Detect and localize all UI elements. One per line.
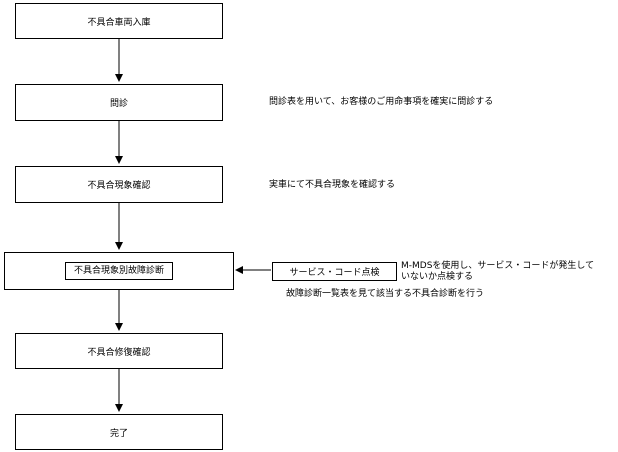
service-code-check-label: サービス・コード点検 bbox=[289, 268, 380, 278]
step-done: 完了 bbox=[15, 414, 223, 450]
step-vehicle-intake: 不具合車両入庫 bbox=[15, 3, 223, 39]
note-actual-check: 実車にて不具合現象を確認する bbox=[269, 180, 396, 190]
step-repair-check: 不具合修復確認 bbox=[15, 333, 223, 369]
note-interview: 問診表を用いて、お客様のご用命事項を確実に問診する bbox=[269, 97, 494, 107]
step-fault-diagnosis: 不具合現象別故障診断 bbox=[4, 252, 234, 290]
note-diagnosis: 故障診断一覧表を見て該当する不具合診断を行う bbox=[286, 289, 485, 299]
note-service-code-line2: いないか点検する bbox=[401, 272, 474, 282]
step-symptom-check-label: 不具合現象確認 bbox=[87, 181, 151, 191]
service-code-check-box: サービス・コード点検 bbox=[272, 262, 397, 281]
step-fault-diagnosis-label: 不具合現象別故障診断 bbox=[64, 262, 173, 280]
step-done-label: 完了 bbox=[109, 428, 128, 439]
step-interview: 問診 bbox=[15, 84, 223, 121]
step-symptom-check: 不具合現象確認 bbox=[15, 166, 223, 203]
note-service-code-line1: M-MDSを使用し、サービス・コードが発生して bbox=[401, 261, 595, 271]
step-vehicle-intake-label: 不具合車両入庫 bbox=[87, 17, 151, 28]
step-interview-label: 問診 bbox=[109, 99, 128, 109]
step-repair-check-label: 不具合修復確認 bbox=[87, 347, 151, 358]
